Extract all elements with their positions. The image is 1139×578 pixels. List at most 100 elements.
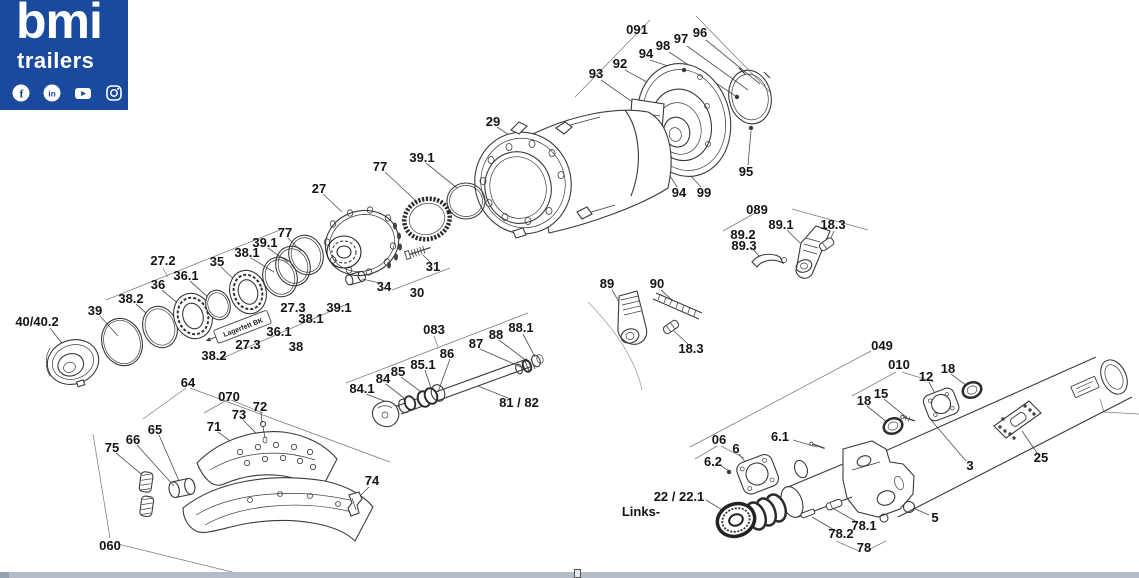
- bottom-scroll-bar[interactable]: [0, 572, 1139, 578]
- svg-text:f: f: [20, 87, 25, 101]
- anchor-bracket: [842, 440, 915, 518]
- part-label-27.3: 27.3: [280, 300, 305, 315]
- part-label-070: 070: [218, 389, 240, 404]
- logo-wordmark: bmi: [16, 0, 103, 49]
- part-label-083: 083: [423, 322, 445, 337]
- part-label-25: 25: [1034, 450, 1048, 465]
- part-label-89: 89: [600, 276, 614, 291]
- wheel-hub: [323, 182, 486, 286]
- axle-beam: [715, 356, 1133, 539]
- part-label-39.1: 39.1: [326, 300, 351, 315]
- part-label-66: 66: [126, 432, 140, 447]
- part-label-27.3: 27.3: [235, 337, 260, 352]
- pawl-upper: [818, 237, 835, 252]
- part-label-091: 091: [626, 22, 648, 37]
- social-icons-row: f in: [12, 84, 123, 102]
- bmi-trailers-logo: bmi trailers f in: [0, 0, 128, 110]
- part-label-38.2: 38.2: [201, 348, 226, 363]
- adjuster-rack: [652, 292, 703, 320]
- cam-bush-pin: [825, 498, 843, 511]
- part-label-89.1: 89.1: [768, 217, 793, 232]
- shoe-retainer: [347, 491, 363, 517]
- part-label-010: 010: [888, 357, 910, 372]
- part-label-060: 060: [99, 538, 121, 553]
- linkedin-icon[interactable]: in: [43, 84, 61, 102]
- part-label-18: 18: [941, 361, 955, 376]
- part-label-77: 77: [373, 159, 387, 174]
- part-label-97: 97: [674, 31, 688, 46]
- part-label-38.2: 38.2: [118, 291, 143, 306]
- part-label-06: 06: [712, 432, 726, 447]
- youtube-icon[interactable]: [74, 84, 92, 102]
- part-label-29: 29: [486, 114, 500, 129]
- part-label-96: 96: [693, 25, 707, 40]
- part-label-84: 84: [376, 371, 391, 386]
- part-label-74: 74: [365, 473, 380, 488]
- part-label-95: 95: [739, 164, 753, 179]
- part-label-18.3: 18.3: [678, 341, 703, 356]
- part-label-8182: 81 / 82: [499, 395, 539, 410]
- part-label-38.1: 38.1: [234, 245, 259, 260]
- part-label-87: 87: [469, 336, 483, 351]
- slack-adjuster-upper: [751, 225, 835, 279]
- part-label-2222.1: 22 / 22.1: [654, 489, 705, 504]
- part-label-90: 90: [650, 276, 664, 291]
- shoe-spring: [138, 471, 155, 518]
- part-label-98: 98: [656, 38, 670, 53]
- part-label-12: 12: [919, 369, 933, 384]
- part-label-5: 5: [931, 510, 938, 525]
- part-label-65: 65: [148, 422, 162, 437]
- logo-wordmark-sub: trailers: [17, 48, 95, 73]
- cam-bracket-plate: [993, 400, 1042, 440]
- brake-drum: [474, 109, 672, 239]
- facebook-icon[interactable]: f: [12, 84, 30, 102]
- part-label-38: 38: [289, 339, 303, 354]
- bottom-bar-glyph: [574, 569, 581, 578]
- pawl-lower: [662, 319, 680, 335]
- part-label-36.1: 36.1: [266, 324, 291, 339]
- part-label-Links: Links-: [622, 504, 660, 519]
- part-label-75: 75: [105, 440, 119, 455]
- part-label-6.1: 6.1: [771, 429, 789, 444]
- part-label-77: 77: [278, 225, 292, 240]
- part-label-72: 72: [253, 399, 267, 414]
- camshaft: [371, 354, 544, 428]
- hub-fitting: [345, 270, 366, 286]
- part-label-18.3: 18.3: [820, 217, 845, 232]
- scroll-bar-edge: [0, 572, 9, 578]
- part-label-27.2: 27.2: [150, 253, 175, 268]
- part-label-18: 18: [857, 393, 871, 408]
- part-label-30: 30: [410, 285, 424, 300]
- part-label-93: 93: [589, 66, 603, 81]
- part-label-6: 6: [732, 441, 739, 456]
- part-label-36.1: 36.1: [173, 268, 198, 283]
- outer-bearing-22: [715, 501, 757, 539]
- washer-5: [902, 500, 916, 514]
- part-label-92: 92: [613, 56, 627, 71]
- part-label-4040.2: 40/40.2: [15, 314, 58, 329]
- part-label-94: 94: [639, 46, 654, 61]
- part-label-84.1: 84.1: [349, 381, 374, 396]
- part-label-78.2: 78.2: [828, 526, 853, 541]
- part-label-86: 86: [440, 346, 454, 361]
- part-label-73: 73: [232, 407, 246, 422]
- part-label-39.1: 39.1: [409, 150, 434, 165]
- id-plate: [1070, 376, 1100, 398]
- part-label-31: 31: [426, 259, 440, 274]
- part-label-78.1: 78.1: [851, 518, 876, 533]
- part-label-39.1: 39.1: [252, 235, 277, 250]
- part-label-89.2: 89.2: [730, 227, 755, 242]
- part-label-3: 3: [966, 458, 973, 473]
- part-label-27: 27: [312, 181, 326, 196]
- cap-18-left: [882, 416, 904, 436]
- part-label-15: 15: [874, 386, 888, 401]
- svg-text:in: in: [48, 89, 56, 99]
- cam-flange: [736, 454, 780, 495]
- part-label-38.1: 38.1: [298, 311, 323, 326]
- instagram-icon[interactable]: [105, 84, 123, 102]
- part-label-71: 71: [207, 419, 221, 434]
